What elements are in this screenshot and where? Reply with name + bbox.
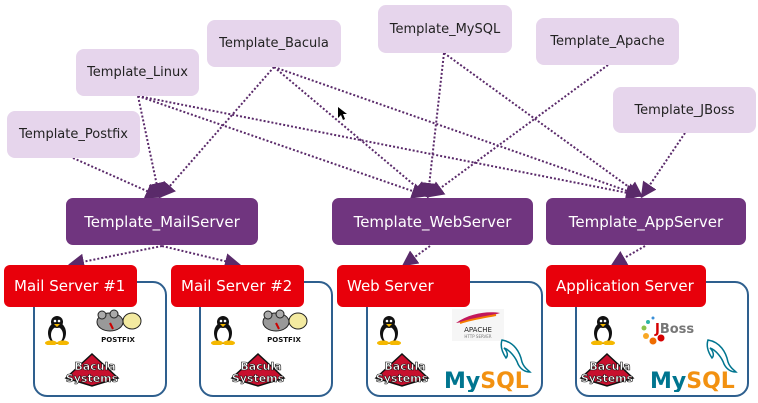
jboss-logo-icon: JBoss <box>641 316 694 345</box>
link-postfix-mailserver <box>72 157 162 199</box>
svg-text:Bacula: Bacula <box>74 360 115 373</box>
linux-tux-icon <box>377 316 401 345</box>
linux-tux-icon <box>591 316 615 345</box>
svg-text:Bacula: Bacula <box>384 360 425 373</box>
host-label: Web Server <box>347 277 434 295</box>
link-jboss-appserver <box>640 132 686 199</box>
template-label: Template_WebServer <box>353 212 512 231</box>
postfix-logo-icon: POSTFIX <box>96 309 142 344</box>
link-linux-appserver <box>137 95 642 201</box>
template-label: Template_MySQL <box>389 21 501 37</box>
apache-logo-icon: APACHE HTTP SERVER <box>452 309 504 341</box>
host-mail1[interactable]: Mail Server #1 <box>4 265 137 307</box>
template-label: Template_JBoss <box>634 102 735 118</box>
svg-text:Systems: Systems <box>66 372 119 385</box>
svg-text:Bacula: Bacula <box>589 360 630 373</box>
mouse-cursor-icon <box>338 107 347 120</box>
template-postfix[interactable]: Template_Postfix <box>7 111 140 158</box>
template-appserver[interactable]: Template_AppServer <box>546 198 746 245</box>
link-mailserver-mail2 <box>161 245 241 269</box>
link-bacula-appserver <box>273 66 643 199</box>
link-mailserver-mail1 <box>68 245 163 270</box>
link-linux-mailserver <box>137 95 165 199</box>
link-linux-webserver <box>137 95 428 199</box>
template-label: Template_Postfix <box>19 127 128 142</box>
host-label: Mail Server #2 <box>181 277 293 295</box>
svg-text:Systems: Systems <box>581 372 634 385</box>
host-mail2[interactable]: Mail Server #2 <box>171 265 304 307</box>
template-label: Template_Bacula <box>219 36 329 51</box>
svg-text:MySQL: MySQL <box>650 369 735 392</box>
bacula-systems-logo-icon: Bacula Systems <box>579 352 635 387</box>
svg-text:Systems: Systems <box>376 372 429 385</box>
svg-text:JBoss: JBoss <box>654 322 694 337</box>
template-bacula[interactable]: Template_Bacula <box>207 20 341 67</box>
bacula-systems-logo-icon: Bacula Systems <box>374 352 430 387</box>
link-appserver-app <box>610 245 646 267</box>
svg-text:Systems: Systems <box>232 372 285 385</box>
link-mysql-webserver <box>421 52 445 199</box>
svg-text:HTTP SERVER: HTTP SERVER <box>464 334 491 339</box>
svg-text:POSTFIX: POSTFIX <box>101 336 135 344</box>
host-web[interactable]: Web Server <box>337 265 470 307</box>
svg-text:POSTFIX: POSTFIX <box>267 336 301 344</box>
bacula-systems-logo-icon: Bacula Systems <box>230 352 286 387</box>
template-linux[interactable]: Template_Linux <box>76 49 199 96</box>
svg-text:Bacula: Bacula <box>240 360 281 373</box>
svg-text:APACHE: APACHE <box>464 326 492 334</box>
template-mysql[interactable]: Template_MySQL <box>378 5 512 53</box>
linux-tux-icon <box>45 316 69 345</box>
link-webserver-web <box>401 245 431 267</box>
bacula-systems-logo-icon: Bacula Systems <box>64 352 120 387</box>
host-label: Mail Server #1 <box>14 277 126 295</box>
template-webserver[interactable]: Template_WebServer <box>332 198 533 245</box>
postfix-logo-icon: POSTFIX <box>262 309 308 344</box>
link-bacula-mailserver <box>159 66 275 199</box>
template-label: Template_MailServer <box>84 212 240 231</box>
template-jboss[interactable]: Template_JBoss <box>613 87 756 133</box>
template-apache[interactable]: Template_Apache <box>536 18 679 65</box>
link-bacula-webserver <box>273 66 430 198</box>
link-mysql-appserver <box>443 52 644 198</box>
host-app[interactable]: Application Server <box>546 265 706 307</box>
mysql-logo-icon: MySQL <box>444 339 532 392</box>
template-mailserver[interactable]: Template_MailServer <box>66 198 258 245</box>
host-label: Application Server <box>556 277 694 295</box>
link-apache-webserver <box>427 64 609 198</box>
template-label: Template_Apache <box>550 34 665 49</box>
mysql-logo-icon: MySQL <box>650 339 738 392</box>
template-label: Template_AppServer <box>568 212 724 231</box>
linux-tux-icon <box>211 316 235 345</box>
svg-text:MySQL: MySQL <box>444 369 529 392</box>
template-label: Template_Linux <box>87 65 188 80</box>
